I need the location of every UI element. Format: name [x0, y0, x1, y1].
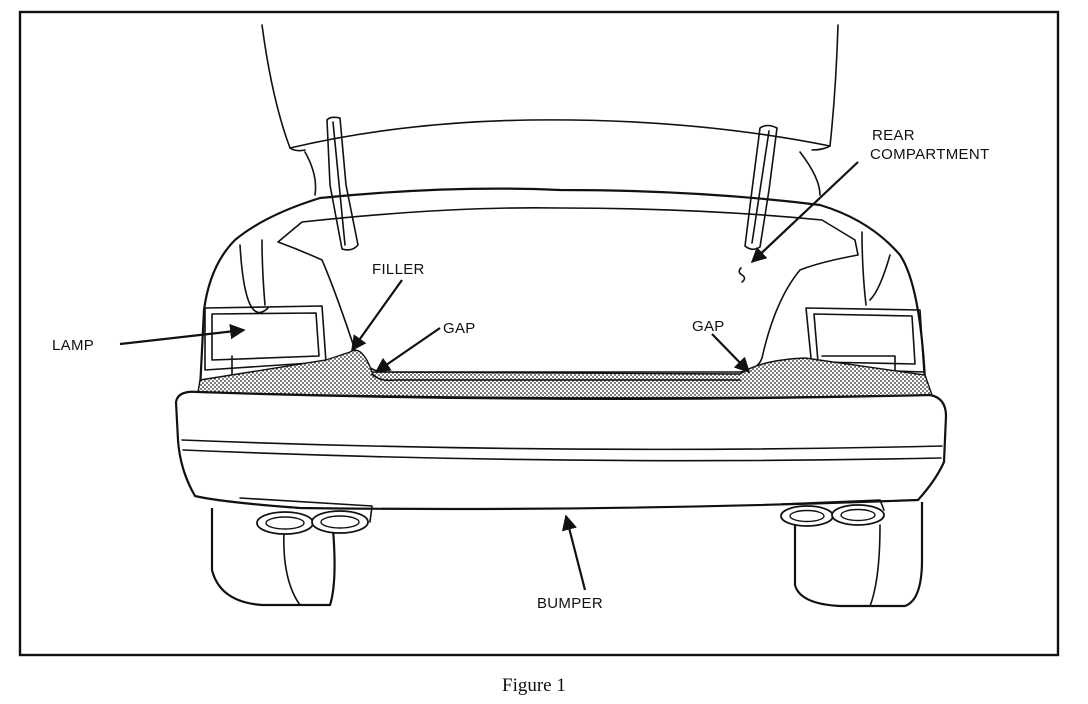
label-compartment: COMPARTMENT	[870, 146, 989, 163]
left-tire	[210, 508, 336, 607]
trunk-opening	[277, 206, 859, 373]
left-strut	[326, 116, 359, 251]
label-filler: FILLER	[372, 261, 425, 278]
compartment-squiggle	[738, 267, 746, 283]
label-bumper: BUMPER	[537, 595, 603, 612]
gap-right-arrow	[711, 333, 751, 374]
bumper	[174, 390, 948, 511]
label-gap-right: GAP	[692, 318, 725, 335]
bumper-arrow	[561, 514, 587, 591]
trunk-lid-edge	[289, 145, 831, 152]
body-outline	[198, 187, 927, 391]
bumper-crease	[181, 439, 943, 462]
label-lamp: LAMP	[52, 337, 94, 354]
label-rear: REAR	[872, 127, 915, 144]
figure-caption: Figure 1	[502, 675, 566, 696]
rear-compartment-arrow	[750, 161, 859, 264]
lamp-arrow	[119, 323, 246, 346]
label-gap-left: GAP	[443, 320, 476, 337]
gap-left-arrow	[374, 327, 441, 373]
right-exhaust	[780, 499, 885, 527]
right-lamp	[805, 307, 925, 373]
car-rear-drawing	[174, 24, 948, 608]
left-lamp	[204, 305, 327, 371]
figure-frame	[18, 10, 1060, 657]
roof-line	[304, 151, 821, 196]
left-exhaust	[239, 497, 373, 535]
right-tire	[793, 502, 924, 608]
filler-strip	[197, 349, 933, 399]
filler-arrow	[351, 279, 403, 352]
trunk-lid	[261, 24, 839, 149]
